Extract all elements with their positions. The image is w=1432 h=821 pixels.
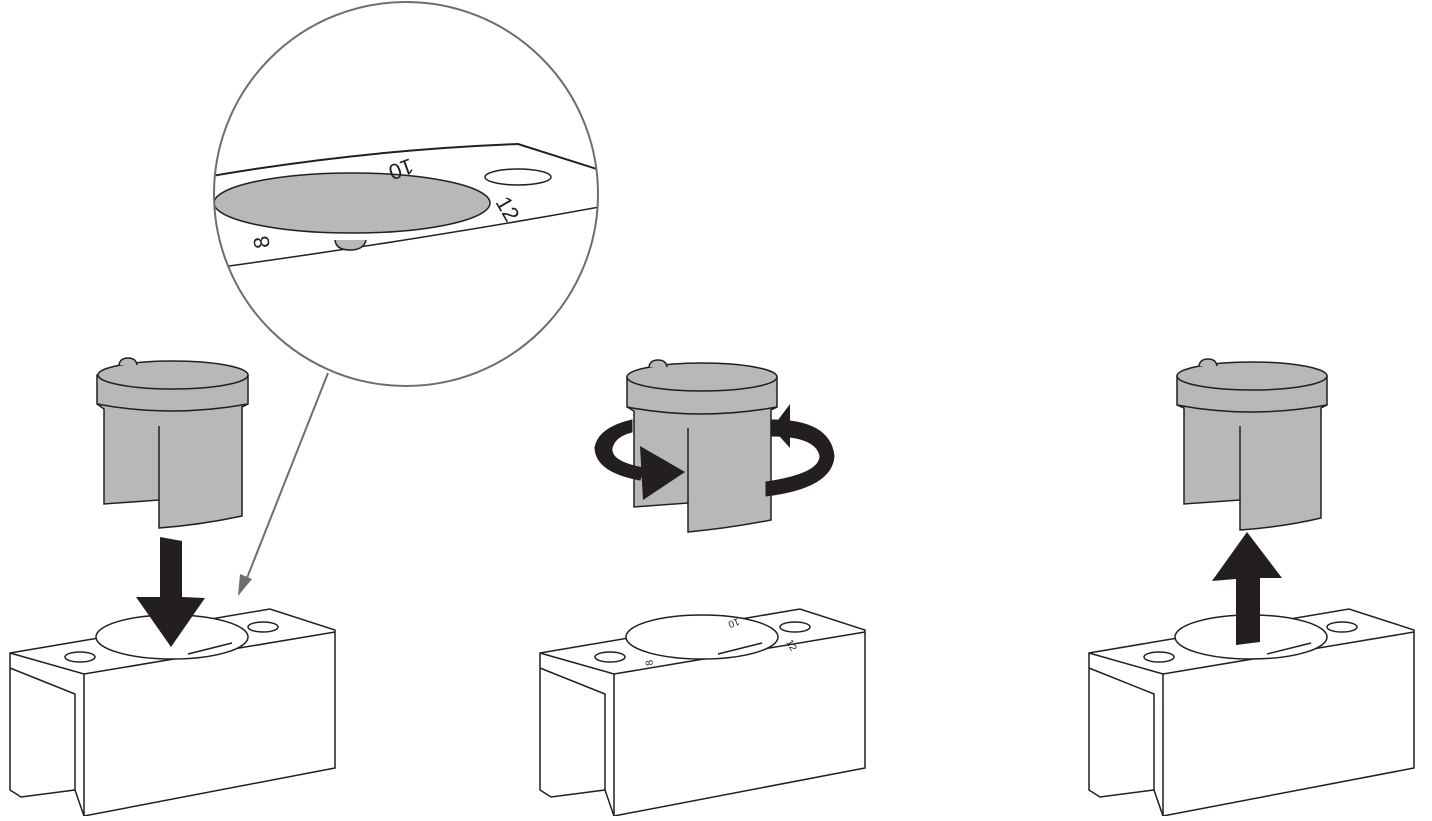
zoom-small-hole	[485, 169, 551, 185]
step-1-insert	[10, 358, 335, 816]
callout-leader-arrowhead	[238, 574, 252, 596]
step2-cylinder	[627, 360, 777, 532]
zoom-gray-disc	[214, 173, 490, 233]
step-2-rotate: 10 12 8	[540, 360, 865, 816]
step-3-remove	[1089, 359, 1414, 816]
step3-cylinder	[1177, 359, 1327, 530]
step1-cylinder	[97, 358, 248, 528]
callout-leader-line	[245, 373, 328, 583]
zoom-callout: 10 12 8	[200, 2, 610, 596]
step2-base: 10 12 8	[540, 609, 865, 816]
